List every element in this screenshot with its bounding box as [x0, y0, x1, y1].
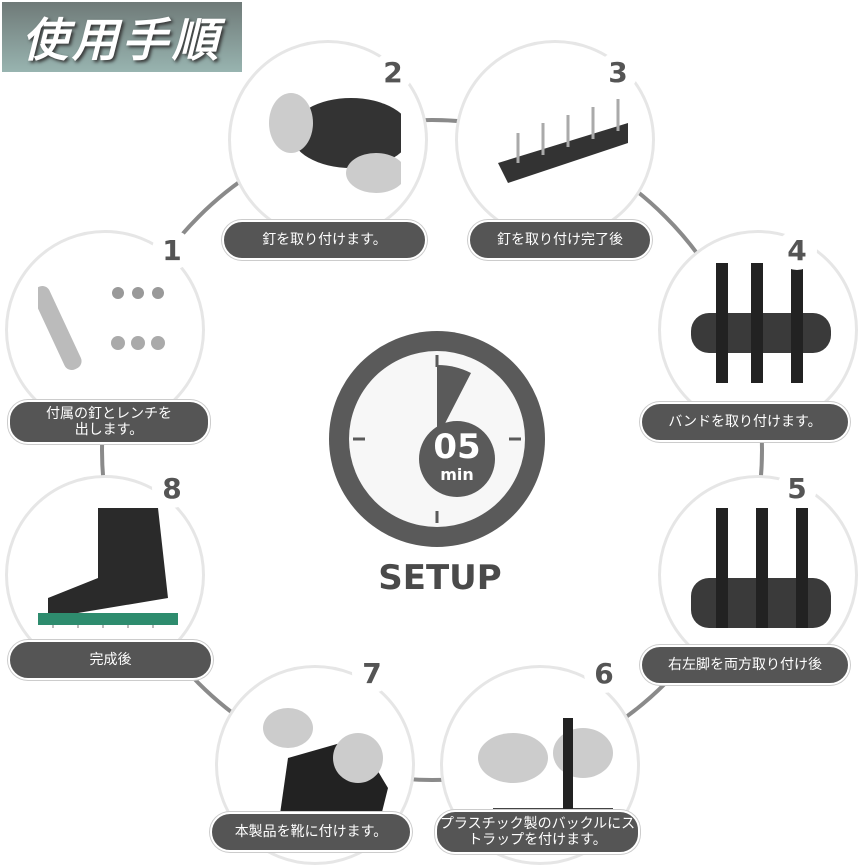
step-5-label: 右左脚を両方取り付け後	[640, 645, 850, 685]
step-4-badge: 4	[777, 230, 817, 270]
step-3-badge: 3	[598, 52, 638, 92]
sole-with-straps-photo	[691, 263, 831, 383]
step-4-image	[658, 230, 858, 430]
step-6-label: プラスチック製のバックルにストラップを付けます。	[435, 810, 640, 854]
timer-unit: min	[440, 465, 474, 484]
wrench-and-spikes-photo	[38, 286, 165, 370]
attaching-spikes-photo	[269, 93, 401, 193]
timer-value: 05	[433, 427, 481, 467]
step-2-label: 釘を取り付けます。	[222, 220, 427, 260]
both-soles-with-straps-photo	[691, 508, 831, 628]
finished-boot-photo	[38, 508, 178, 628]
step-8-badge: 8	[152, 468, 192, 508]
setup-label: SETUP	[378, 558, 502, 598]
timer-center: 05 min	[419, 421, 495, 497]
step-1-label: 付属の釘とレンチを出します。	[8, 400, 210, 444]
step-1-image	[5, 230, 205, 430]
step-7-label: 本製品を靴に付けます。	[210, 812, 412, 852]
step-1-badge: 1	[152, 230, 192, 270]
step-2-badge: 2	[373, 52, 413, 92]
step-8-label: 完成後	[8, 640, 213, 680]
buckle-strap-photo	[478, 718, 613, 818]
step-5-image	[658, 475, 858, 675]
step-6-badge: 6	[584, 653, 624, 693]
step-5-badge: 5	[777, 468, 817, 508]
step-7-badge: 7	[352, 653, 392, 693]
shoe-attachment-photo	[263, 708, 388, 818]
page-title: 使用手順	[2, 2, 242, 72]
timer-icon: 05 min	[329, 331, 545, 547]
spiked-sole-photo	[498, 99, 628, 183]
step-4-label: バンドを取り付けます。	[640, 402, 850, 442]
step-3-label: 釘を取り付け完了後	[468, 220, 652, 260]
